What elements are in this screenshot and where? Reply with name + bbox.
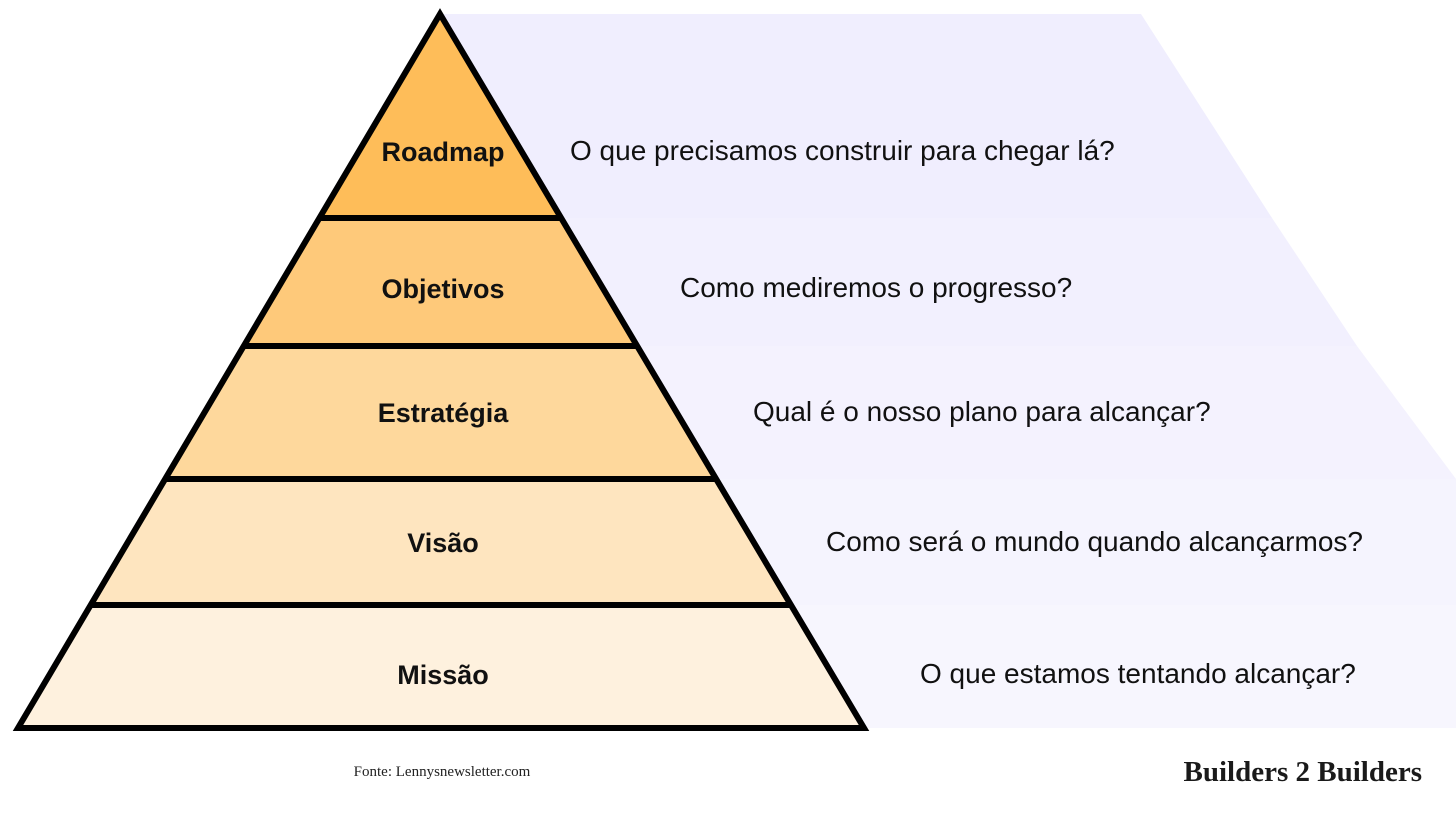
pyramid-tiers <box>18 14 864 728</box>
question-band-objetivos <box>440 218 1357 346</box>
tier-roadmap <box>319 14 562 218</box>
tier-estrategia <box>165 346 717 479</box>
tier-label-roadmap: Roadmap <box>381 137 504 167</box>
tier-question-visao: Como será o mundo quando alcançarmos? <box>826 526 1363 557</box>
tier-question-missao: O que estamos tentando alcançar? <box>920 658 1356 689</box>
pyramid-outline <box>12 8 870 731</box>
source-note: Fonte: Lennysnewsletter.com <box>354 764 531 780</box>
question-band-roadmap <box>440 14 1272 218</box>
tier-label-missao: Missão <box>397 660 489 690</box>
tier-question-roadmap: O que precisamos construir para chegar l… <box>570 135 1115 166</box>
tier-question-estrategia: Qual é o nosso plano para alcançar? <box>753 396 1211 427</box>
brand-logo-text: Builders 2 Builders <box>1184 756 1423 788</box>
tier-objetivos <box>243 218 638 346</box>
tier-missao <box>18 605 864 728</box>
tier-visao <box>90 479 791 605</box>
pyramid-border <box>12 8 870 731</box>
tier-label-objetivos: Objetivos <box>381 274 504 304</box>
tier-label-visao: Visão <box>407 528 479 558</box>
tier-question-objetivos: Como mediremos o progresso? <box>680 272 1072 303</box>
pyramid-questions: O que precisamos construir para chegar l… <box>570 135 1363 689</box>
tier-label-estrategia: Estratégia <box>378 398 510 428</box>
